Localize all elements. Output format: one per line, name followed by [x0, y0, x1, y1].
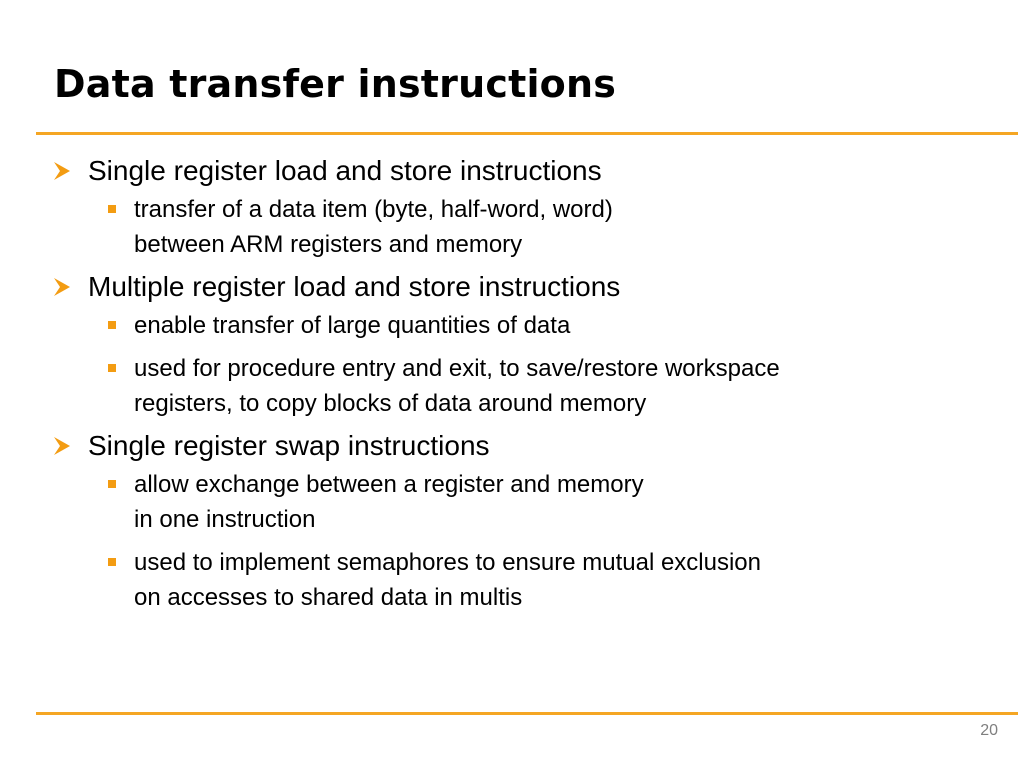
sub-bullet-list: transfer of a data item (byte, half-word…: [108, 192, 1002, 262]
sub-bullet-item: enable transfer of large quantities of d…: [108, 308, 1002, 343]
page-number: 20: [980, 722, 998, 739]
bullet-item: Single register load and store instructi…: [52, 154, 1002, 188]
sub-bullet-text-line: in one instruction: [134, 506, 316, 533]
sub-bullet-text-line: allow exchange between a register and me…: [134, 471, 644, 498]
bullet-text: Multiple register load and store instruc…: [88, 271, 621, 302]
square-bullet-icon: [108, 480, 116, 488]
footer-divider: [36, 712, 1018, 715]
arrowhead-bullet-icon: [52, 429, 76, 463]
sub-bullet-item: used to implement semaphores to ensure m…: [108, 545, 1002, 615]
bullet-list: Single register load and store instructi…: [52, 150, 1002, 623]
square-bullet-icon: [108, 364, 116, 372]
sub-bullet-item: allow exchange between a register and me…: [108, 467, 1002, 537]
square-bullet-icon: [108, 321, 116, 329]
bullet-item: Single register swap instructions: [52, 429, 1002, 463]
arrowhead-bullet-icon: [52, 154, 76, 188]
square-bullet-icon: [108, 205, 116, 213]
sub-bullet-text-line: registers, to copy blocks of data around…: [134, 390, 647, 417]
bullet-text: Single register swap instructions: [88, 430, 490, 461]
sub-bullet-item: used for procedure entry and exit, to sa…: [108, 351, 1002, 421]
sub-bullet-list: enable transfer of large quantities of d…: [108, 308, 1002, 421]
bullet-item: Multiple register load and store instruc…: [52, 270, 1002, 304]
title-divider: [36, 132, 1018, 135]
arrowhead-bullet-icon: [52, 270, 76, 304]
sub-bullet-text-line: used for procedure entry and exit, to sa…: [134, 355, 780, 382]
bullet-text: Single register load and store instructi…: [88, 155, 602, 186]
sub-bullet-item: transfer of a data item (byte, half-word…: [108, 192, 1002, 262]
square-bullet-icon: [108, 558, 116, 566]
sub-bullet-text-line: transfer of a data item (byte, half-word…: [134, 196, 613, 223]
sub-bullet-text-line: between ARM registers and memory: [134, 231, 523, 258]
slide-title: Data transfer instructions: [54, 62, 617, 106]
sub-bullet-list: allow exchange between a register and me…: [108, 467, 1002, 615]
sub-bullet-text-line: used to implement semaphores to ensure m…: [134, 549, 761, 576]
sub-bullet-text-line: on accesses to shared data in multis: [134, 584, 523, 611]
sub-bullet-text-line: enable transfer of large quantities of d…: [134, 312, 571, 339]
